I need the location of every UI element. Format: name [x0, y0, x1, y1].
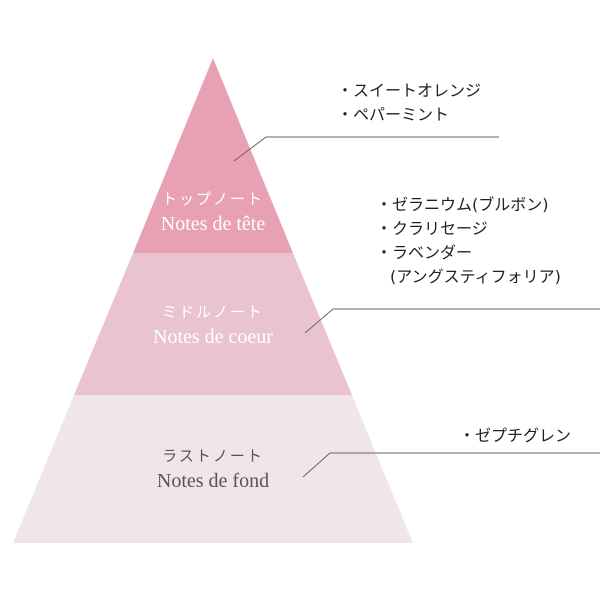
leader-line-top [233, 136, 499, 162]
note-item: (アングスティフォリア) [390, 267, 561, 286]
tier-base-shape [13, 395, 413, 543]
note-item: ・ラベンダー [376, 243, 473, 262]
leader-line-middle [304, 308, 600, 334]
tier-middle-fr: Notes de coeur [153, 326, 273, 348]
tier-top-fr: Notes de tête [160, 213, 266, 235]
note-item: ・ゼプチグレン [459, 426, 572, 445]
tier-middle-jp: ミドルノート [161, 303, 264, 321]
tier-middle-shape [74, 253, 352, 395]
tier-base-label: ラストノート Notes de fond [113, 445, 313, 493]
note-item: ・ゼラニウム(ブルボン) [376, 195, 549, 214]
note-item: ・ペパーミント [337, 105, 450, 124]
tier-middle-label: ミドルノート Notes de coeur [113, 301, 313, 349]
tier-base-fr: Notes de fond [156, 470, 270, 492]
leader-line-base [302, 452, 600, 478]
tier-top-shape [133, 58, 293, 253]
middle-notes-list: ・ゼラニウム(ブルボン) ・クラリセージ ・ラベンダー (アングスティフォリア) [376, 193, 561, 289]
tier-top-jp: トップノート [161, 190, 264, 208]
base-notes-list: ・ゼプチグレン [459, 424, 571, 448]
top-notes-list: ・スイートオレンジ ・ペパーミント [337, 79, 481, 127]
tier-base-jp: ラストノート [162, 447, 264, 465]
tier-top-label: トップノート Notes de tête [133, 188, 293, 236]
note-item: ・クラリセージ [376, 219, 488, 238]
note-item: ・スイートオレンジ [337, 81, 482, 100]
